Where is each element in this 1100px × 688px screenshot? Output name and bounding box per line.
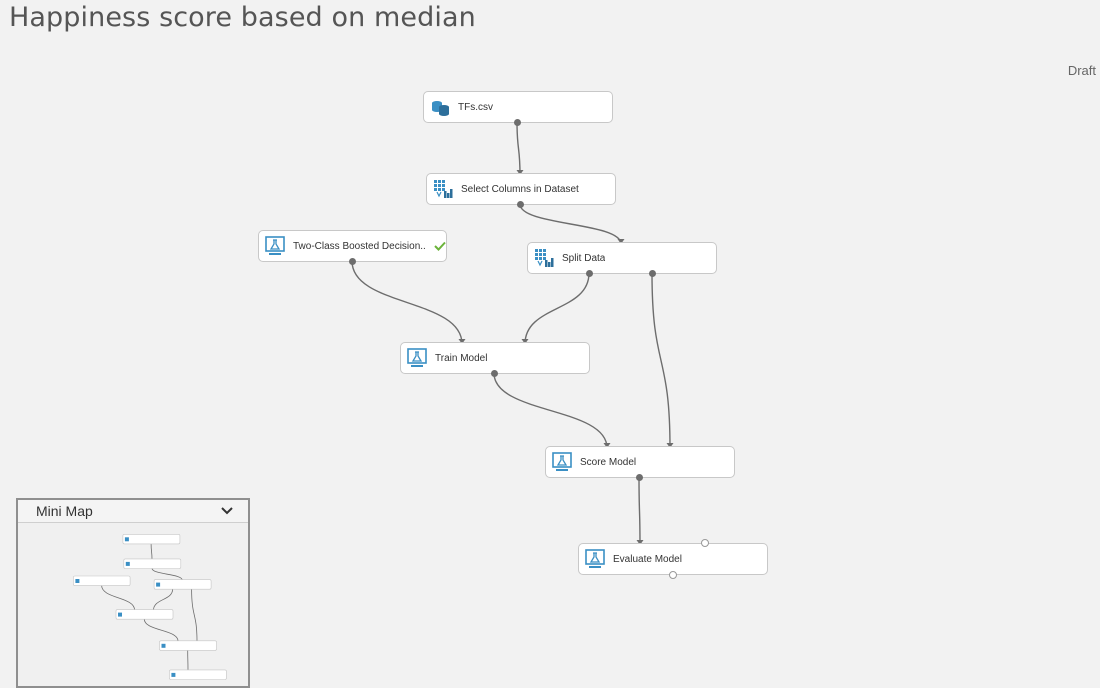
mini-map-module: [116, 610, 173, 620]
connection-line: [494, 373, 607, 448]
connection-line: [352, 261, 462, 344]
flask-module-icon: [585, 549, 605, 569]
check-icon: [434, 239, 446, 254]
mini-map-icon: [156, 583, 160, 587]
output-port[interactable]: [636, 474, 643, 481]
output-port[interactable]: [517, 201, 524, 208]
connection-line: [152, 568, 182, 580]
module-label: Two-Class Boosted Decision...: [293, 241, 426, 252]
mini-map-module: [123, 534, 180, 544]
mini-map-canvas[interactable]: [18, 525, 248, 685]
flask-module-icon: [265, 236, 285, 256]
mini-map-icon: [118, 613, 122, 617]
chevron-down-icon[interactable]: [221, 504, 233, 518]
module-evaluate[interactable]: Evaluate Model: [578, 543, 768, 575]
mini-map[interactable]: Mini Map: [16, 498, 250, 688]
module-split[interactable]: Split Data: [527, 242, 717, 274]
module-label: TFs.csv: [458, 102, 493, 113]
flask-module-icon: [552, 452, 572, 472]
connection-line: [144, 619, 178, 642]
output-port[interactable]: [669, 571, 677, 579]
output-port[interactable]: [586, 270, 593, 277]
mini-map-module: [73, 576, 130, 586]
module-label: Split Data: [562, 253, 605, 264]
connection-line: [652, 273, 670, 448]
input-port[interactable]: [701, 539, 709, 547]
connection-line: [102, 585, 135, 610]
mini-map-module: [160, 641, 217, 651]
output-port[interactable]: [514, 119, 521, 126]
connection-line: [525, 273, 589, 344]
module-select[interactable]: Select Columns in Dataset: [426, 173, 616, 205]
mini-map-icon: [75, 579, 79, 583]
module-label: Score Model: [580, 457, 636, 468]
flask-module-icon: [407, 348, 427, 368]
connection-line: [151, 544, 152, 560]
connection-line: [639, 477, 640, 545]
grid-transform-icon: [534, 248, 554, 268]
connection-line: [154, 589, 173, 610]
output-port[interactable]: [349, 258, 356, 265]
mini-map-module: [169, 670, 226, 680]
mini-map-module: [154, 580, 211, 590]
mini-map-icon: [126, 562, 130, 566]
dataset-icon: [430, 97, 450, 117]
connection-line: [520, 204, 621, 244]
module-label: Train Model: [435, 353, 487, 364]
module-train[interactable]: Train Model: [400, 342, 590, 374]
module-label: Select Columns in Dataset: [461, 184, 579, 195]
output-port[interactable]: [491, 370, 498, 377]
mini-map-module: [124, 559, 181, 569]
grid-transform-icon: [433, 179, 453, 199]
mini-map-title: Mini Map: [36, 503, 93, 519]
output-port[interactable]: [649, 270, 656, 277]
module-score[interactable]: Score Model: [545, 446, 735, 478]
connection-line: [192, 589, 197, 642]
mini-map-icon: [171, 673, 175, 677]
mini-map-icon: [162, 644, 166, 648]
mini-map-header[interactable]: Mini Map: [18, 500, 248, 523]
module-twoclass[interactable]: Two-Class Boosted Decision...: [258, 230, 447, 262]
mini-map-icon: [125, 537, 129, 541]
connection-line: [517, 122, 520, 175]
module-tfs[interactable]: TFs.csv: [423, 91, 613, 123]
module-label: Evaluate Model: [613, 554, 682, 565]
